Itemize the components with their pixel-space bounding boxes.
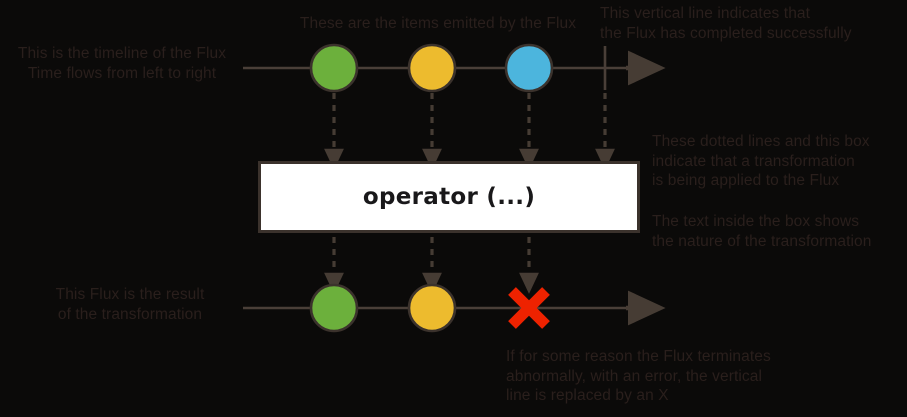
annotation-box-text: The text inside the box shows the nature… <box>652 213 872 250</box>
annotation-items: These are the items emitted by the Flux <box>299 15 577 32</box>
annotation-error: If for some reason the Flux terminates a… <box>506 348 771 404</box>
operator-box[interactable]: operator (...) <box>258 161 640 233</box>
marble-yellow[interactable] <box>407 43 457 93</box>
result-marble-green[interactable] <box>309 283 359 333</box>
result-timeline <box>243 283 666 333</box>
transform-arrows-out <box>324 237 539 294</box>
annotation-dotted-lines: These dotted lines and this box indicate… <box>652 133 870 189</box>
source-timeline <box>243 43 666 93</box>
marble-green[interactable] <box>309 43 359 93</box>
annotation-timeline: This is the timeline of the Flux Time fl… <box>17 45 227 82</box>
error-x-icon[interactable] <box>508 287 550 329</box>
result-marble-yellow[interactable] <box>407 283 457 333</box>
operator-box-label: operator (...) <box>362 184 536 210</box>
annotation-completion: This vertical line indicates that the Fl… <box>600 5 852 42</box>
transform-arrows-in <box>324 93 615 170</box>
marble-blue[interactable] <box>504 43 554 93</box>
annotation-result: This Flux is the result of the transform… <box>55 286 205 323</box>
